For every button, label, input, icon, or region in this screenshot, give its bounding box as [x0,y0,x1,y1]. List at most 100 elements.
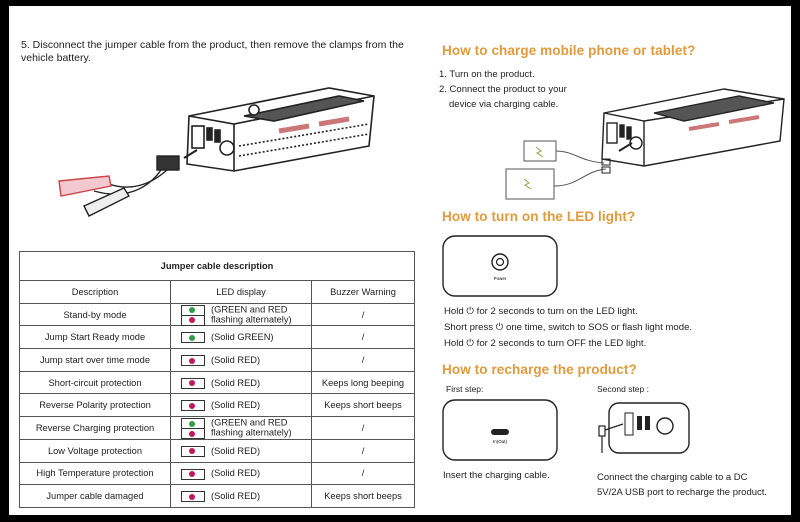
charge-step-3: device via charging cable. [449,99,559,110]
row-led-display: (Solid RED) [170,393,312,418]
green-led-dot [189,420,195,427]
row-description: Short-circuit protection [19,370,171,395]
led-instructions: Hold ⏻ for 2 seconds to turn on the LED … [444,304,692,352]
led-text: (Solid RED) [211,354,261,365]
led-text: (Solid RED) [211,490,261,501]
row-buzzer-warning: / [311,416,415,440]
power-label: Power [494,276,507,281]
table-row: High Temperature protection(Solid RED)/ [19,461,415,486]
jump-starter-with-clamps-illustration [58,87,375,217]
charge-device-illustration [505,88,785,200]
header-buzzer-warning: Buzzer Warning [311,280,415,304]
row-description: Jump Start Ready mode [19,325,171,350]
row-led-display: (Solid RED) [170,370,312,395]
jump-starter-device-icon [601,88,785,167]
recharge-caption-1: Insert the charging cable. [443,470,550,481]
row-led-display: (Solid GREEN) [170,325,312,350]
row-buzzer-warning: / [311,348,415,372]
red-led-dot [189,448,195,455]
charge-step-2: 2. Connect the product to your [439,84,567,95]
led-text: (Solid RED) [211,445,261,456]
red-led-dot [189,317,195,324]
table-row: Jump start over time mode (Solid RED) / [19,348,415,372]
led-line-1: Hold ⏻ for 2 seconds to turn on the LED … [444,306,638,317]
manual-page: 5. Disconnect the jumper cable from the … [9,6,791,515]
led-indicator-icon [181,355,205,367]
table-row: Reverse Charging protection (GREEN and RE… [19,416,415,440]
led-indicator-icon [181,400,205,412]
row-description: Low Voltage protection [19,438,171,463]
power-button-icon [491,253,509,271]
charge-step-1: 1. Turn on the product. [439,69,535,80]
power-button-icon: ⏻ [466,338,474,349]
red-led-dot [189,357,195,364]
red-led-dot [189,402,195,409]
row-description: Jump start over time mode [19,348,171,372]
row-buzzer-warning: / [311,325,415,350]
header-led-display: LED display [170,280,312,304]
usb-port-panel-illustration: In(Out) [442,399,558,461]
table-row: Reverse Polarity protection (Solid RED) Ke… [19,393,415,418]
led-line-2: Short press ⏻ one time, switch to SOS or… [444,322,693,333]
recharge-connection-illustration [598,402,690,454]
tablet-icon [505,168,555,200]
led-indicator-icon [181,445,205,457]
jumper-clamp-icon [58,149,198,217]
jump-starter-device-icon [186,87,375,172]
led-light-heading: How to turn on the LED light? [442,209,636,224]
led-indicator-icon [181,468,205,480]
row-description: Reverse Charging protection [19,416,171,440]
green-led-dot [189,334,195,341]
header-description: Description [19,280,171,304]
led-power-panel-illustration: Power [442,235,558,297]
led-indicator-icon [181,377,205,389]
led-text: (Solid RED) [211,468,261,479]
step5-instruction: 5. Disconnect the jumper cable from the … [21,39,404,64]
power-button-icon: ⏻ [495,322,504,333]
led-text: (Solid RED) [211,400,261,411]
recharge-caption-2: Connect the charging cable to a DC 5V/2A… [597,472,768,498]
green-led-dot [189,307,195,314]
row-buzzer-warning: / [311,302,415,327]
led-text: (Solid GREEN) [211,331,274,342]
second-step-label: Second step : [597,384,649,394]
usb-c-port-icon [491,429,509,435]
row-led-display: (Solid RED) [170,438,312,463]
led-text: (Solid RED) [211,377,261,388]
led-indicator-icon [181,314,205,326]
row-description: Reverse Polarity protection [19,393,171,418]
power-button-icon: ⏻ [466,306,474,317]
row-description: Stand-by mode [19,302,171,327]
row-buzzer-warning: Keeps short beeps [311,393,415,418]
table-title: Jumper cable description [19,251,415,281]
table-row: Jumper cable damaged(Solid RED)Keeps sho… [19,484,415,508]
row-led-display: (Solid RED) [170,348,312,372]
red-led-dot [189,430,195,437]
led-line-3: Hold ⏻ for 2 seconds to turn OFF the LED… [444,338,647,349]
row-buzzer-warning: / [311,461,415,486]
row-led-display: (Solid RED) [170,484,312,508]
row-led-display: (Solid RED) [170,461,312,486]
led-indicator-icon [181,428,205,440]
table-row: Low Voltage protection (Solid RED) / [19,438,415,463]
table-row: Short-circuit protection (Solid RED) Keeps… [19,370,415,395]
jumper-cable-table: Jumper cable description Description LED… [19,251,415,508]
charge-phone-heading: How to charge mobile phone or tablet? [442,43,696,58]
row-buzzer-warning: Keeps long beeping [311,370,415,395]
row-description: Jumper cable damaged [19,484,171,508]
red-led-dot [189,471,195,477]
port-label: In(Out) [493,439,508,444]
led-indicator-icon [181,491,205,503]
usb-cable-icon [598,423,624,453]
charge-phone-steps: 1. Turn on the product. 2. Connect the p… [439,67,567,112]
row-buzzer-warning: / [311,438,415,463]
first-step-label: First step: [446,384,484,394]
red-led-dot [189,493,195,500]
recharge-heading: How to recharge the product? [442,362,637,377]
